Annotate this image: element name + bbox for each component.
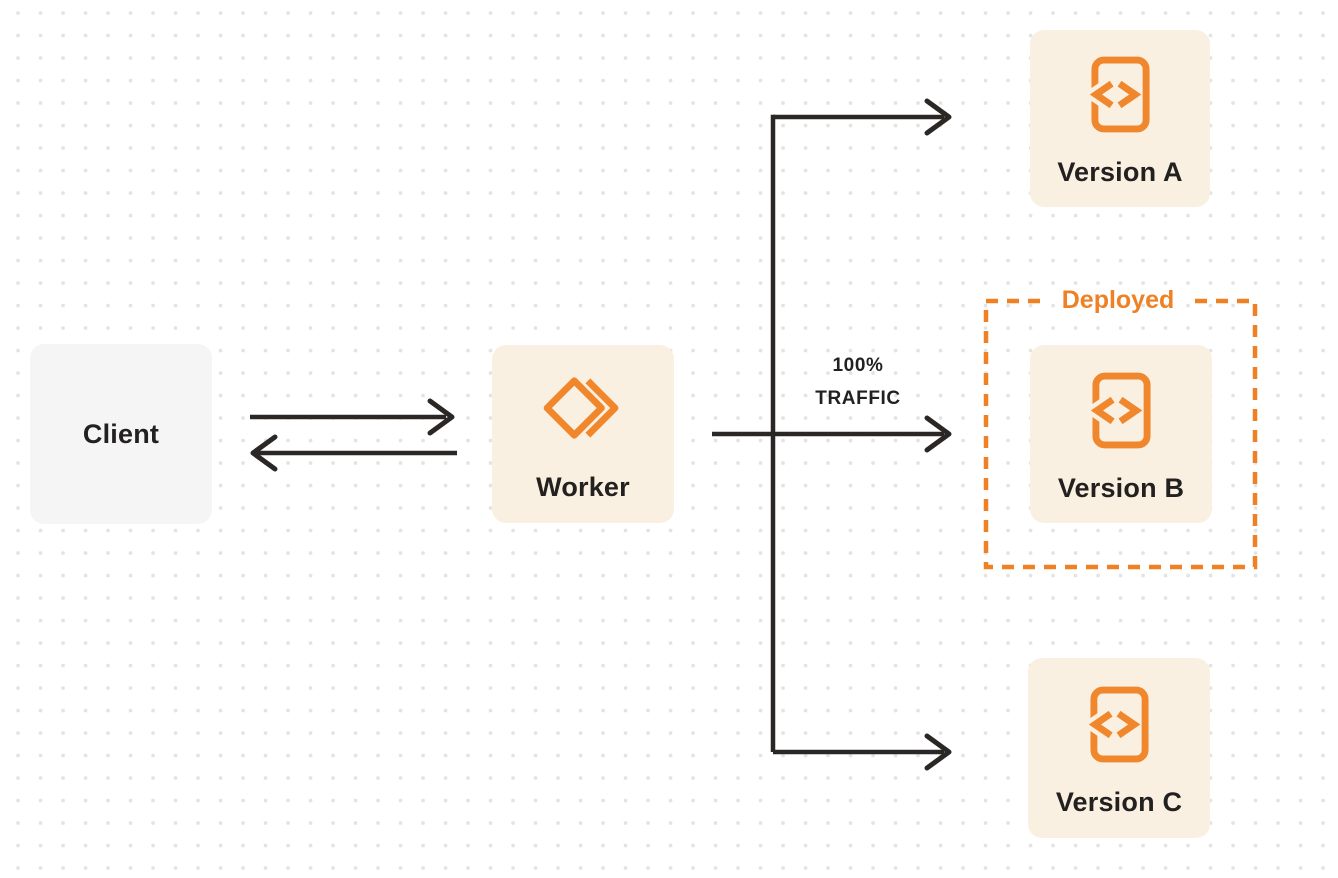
code-file-icon (1088, 686, 1149, 763)
traffic-percent: 100% (832, 355, 884, 376)
node-worker: Worker (492, 345, 674, 523)
node-version-a: Version A (1030, 30, 1210, 207)
node-version-c: Version C (1028, 658, 1210, 838)
worker-label: Worker (536, 472, 630, 502)
worker-traffic-trunk (712, 114, 944, 755)
arrow-to-version-c (924, 733, 952, 771)
client-to-worker-arrow (250, 398, 455, 436)
version-a-label: Version A (1057, 157, 1183, 187)
arrow-to-version-a (924, 98, 952, 136)
version-c-label: Version C (1055, 787, 1183, 817)
workers-logo-icon (543, 377, 619, 439)
client-label: Client (82, 418, 160, 449)
traffic-word: TRAFFIC (815, 388, 901, 409)
deployed-dashed-box (983, 298, 1258, 570)
node-version-b: Version B (1030, 345, 1212, 523)
worker-to-client-arrow (250, 434, 457, 472)
node-client: Client (30, 344, 212, 524)
version-b-label: Version B (1057, 473, 1185, 503)
code-file-icon (1089, 56, 1150, 133)
traffic-annotation: 100% TRAFFIC (788, 349, 928, 415)
arrow-to-version-b (924, 415, 952, 453)
code-file-icon (1090, 372, 1151, 449)
deployed-annotation: Deployed (1061, 286, 1175, 314)
